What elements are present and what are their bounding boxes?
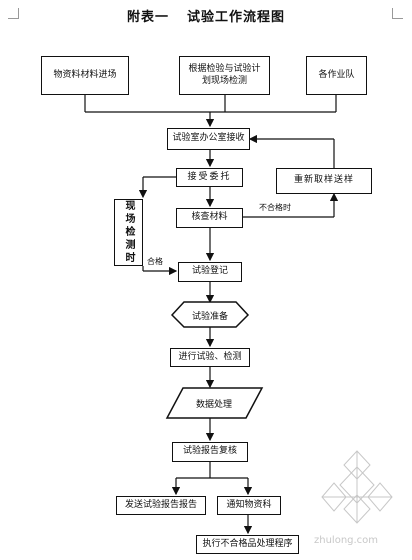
- node-notify-materials: 通知物资科: [217, 496, 281, 515]
- corner-mark-right: [392, 8, 403, 19]
- node-field-detection-text: 现场检测时: [123, 200, 134, 265]
- node-lab-receive-text: 试验室办公室接收: [172, 133, 245, 144]
- node-nonconform-procedure: 执行不合格品处理程序: [196, 535, 299, 554]
- node-test-detect-text: 进行试验、检测: [178, 351, 242, 362]
- node-plan-detection-text: 根据检验与试验计划现场检测: [188, 64, 261, 86]
- node-work-teams-text: 各作业队: [318, 69, 355, 80]
- node-notify-materials-text: 通知物资科: [226, 499, 272, 510]
- node-materials-arrival-text: 物资料材料进场: [53, 69, 117, 80]
- node-report-review: 试验报告复核: [172, 442, 248, 462]
- data-parallelogram: [165, 387, 264, 419]
- node-field-detection: 现场检测时: [114, 199, 143, 266]
- zhulong-watermark: zhulong.com: [312, 445, 402, 555]
- node-check-materials: 核查材料: [176, 208, 243, 228]
- title-prefix: 附表一: [126, 10, 169, 25]
- node-check-materials-text: 核查材料: [191, 212, 228, 223]
- title-main: 试验工作流程图: [187, 10, 286, 25]
- node-nonconform-procedure-text: 执行不合格品处理程序: [202, 538, 293, 549]
- node-plan-detection: 根据检验与试验计划现场检测: [179, 56, 270, 95]
- node-lab-register: 试验登记: [178, 262, 242, 282]
- node-work-teams: 各作业队: [306, 56, 367, 95]
- node-accept-commission-text: 接受委托: [187, 171, 232, 182]
- node-resample-text: 重新取样送样: [293, 175, 354, 186]
- node-report-review-text: 试验报告复核: [182, 446, 237, 457]
- corner-mark-left: [8, 8, 19, 19]
- node-lab-prepare: 试验准备: [191, 312, 228, 322]
- prepare-hexagon: [170, 301, 250, 328]
- watermark-logo-icon: [321, 450, 393, 524]
- node-accept-commission: 接受委托: [176, 168, 243, 187]
- node-issue-report: 发送试验报告报告: [116, 496, 206, 515]
- watermark-text: zhulong.com: [314, 535, 379, 546]
- label-qualified: 合格: [147, 257, 163, 266]
- node-data-process: 数据处理: [195, 400, 232, 410]
- node-materials-arrival: 物资料材料进场: [41, 56, 129, 95]
- page-title: 附表一 试验工作流程图: [0, 6, 412, 25]
- node-resample: 重新取样送样: [276, 168, 372, 194]
- node-test-detect: 进行试验、检测: [170, 348, 250, 367]
- node-lab-receive: 试验室办公室接收: [167, 128, 250, 150]
- node-issue-report-text: 发送试验报告报告: [124, 499, 197, 510]
- label-unqualified: 不合格时: [259, 203, 291, 212]
- node-lab-register-text: 试验登记: [191, 266, 228, 277]
